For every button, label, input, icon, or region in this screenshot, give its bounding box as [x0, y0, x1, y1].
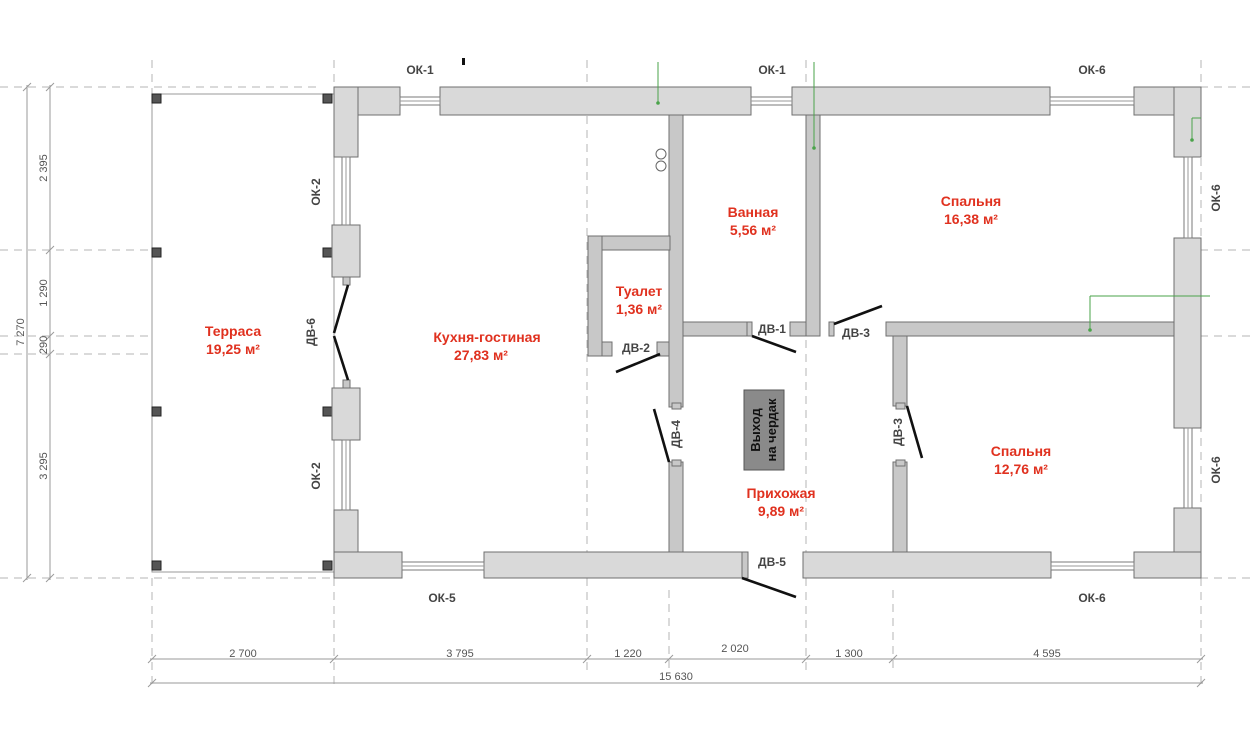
door-leaf[interactable]	[751, 334, 797, 354]
terrace-post	[151, 560, 162, 571]
room-bedroom1-name: Спальня	[941, 193, 1001, 209]
bath-fixtures	[655, 148, 667, 172]
room-bedroom1-area: 16,38 м²	[944, 211, 998, 227]
dim-bottom-3: 1 220	[614, 648, 642, 660]
door-tags: ДВ-1 ДВ-2 ДВ-3 ДВ-3 ДВ-4 ДВ-5 ДВ-6	[304, 318, 905, 569]
door-tag-dv4: ДВ-4	[669, 420, 683, 448]
door-leaf[interactable]	[652, 408, 671, 463]
dim-bottom-2: 3 795	[446, 648, 474, 660]
window-tag-left-bottom: ОК-2	[309, 462, 323, 490]
attic-line-1: Выход	[748, 408, 763, 452]
dim-bottom-1: 2 700	[229, 648, 257, 660]
door-leaf[interactable]	[905, 405, 924, 459]
door-leaf[interactable]	[332, 335, 350, 381]
room-bedroom2-name: Спальня	[991, 443, 1051, 459]
terrace-post	[151, 406, 162, 417]
attic-line-2: на чердак	[764, 398, 779, 462]
terrace-post	[151, 93, 162, 104]
top-marker	[462, 58, 465, 65]
window-tag-bottom-right: ОК-6	[1078, 591, 1106, 605]
room-labels: Терраса 19,25 м² Кухня-гостиная 27,83 м²…	[205, 193, 1051, 519]
window-tags: ОК-1 ОК-1 ОК-6 ОК-6 ОК-6 ОК-2 ОК-2 ОК-5 …	[309, 63, 1223, 605]
dim-left-4: 3 295	[38, 452, 50, 480]
windows	[341, 96, 1193, 571]
terrace-post	[322, 93, 333, 104]
grid-lines	[0, 60, 1256, 690]
fixture-icon	[655, 148, 667, 160]
door-tag-dv3-top: ДВ-3	[842, 326, 870, 340]
left-dimension-chain: 2 395 1 290 290 3 295 7 270	[15, 82, 55, 583]
room-terrace-area: 19,25 м²	[206, 341, 260, 357]
door-tag-dv6: ДВ-6	[304, 318, 318, 346]
fixture-icon	[655, 160, 667, 172]
door-leaf[interactable]	[833, 304, 883, 326]
window-tag-top-right: ОК-6	[1078, 63, 1106, 77]
window-tag-top-mid: ОК-1	[758, 63, 786, 77]
door-leaf[interactable]	[741, 576, 797, 599]
room-terrace-name: Терраса	[205, 323, 261, 339]
dim-left-2: 1 290	[38, 279, 50, 307]
room-hallway-name: Прихожая	[746, 485, 815, 501]
door-tag-dv3-side: ДВ-3	[891, 418, 905, 446]
dim-total-width: 15 630	[659, 671, 693, 683]
window-tag-left-top: ОК-2	[309, 178, 323, 206]
room-bedroom2-area: 12,76 м²	[994, 461, 1048, 477]
bottom-dimension-chain: 2 700 3 795 1 220 2 020 1 300 4 595 15 6…	[147, 643, 1206, 688]
door-leaf[interactable]	[332, 284, 350, 334]
room-toilet-area: 1,36 м²	[616, 301, 662, 317]
room-bathroom-name: Ванная	[728, 204, 779, 220]
terrace-post	[322, 406, 333, 417]
window-tag-top-left: ОК-1	[406, 63, 434, 77]
dim-bottom-6: 4 595	[1033, 648, 1061, 660]
terrace-post	[322, 247, 333, 258]
window-tag-bottom-left: ОК-5	[428, 591, 456, 605]
room-hallway-area: 9,89 м²	[758, 503, 804, 519]
room-kitchen-area: 27,83 м²	[454, 347, 508, 363]
room-bathroom-area: 5,56 м²	[730, 222, 776, 238]
terrace-post	[322, 560, 333, 571]
room-kitchen-name: Кухня-гостиная	[433, 329, 540, 345]
dim-total-height: 7 270	[15, 318, 27, 346]
leader-lines	[656, 62, 1210, 332]
window-tag-right-bottom: ОК-6	[1209, 456, 1223, 484]
dim-bottom-5: 1 300	[835, 648, 863, 660]
door-tag-dv1: ДВ-1	[758, 322, 786, 336]
door-leaf[interactable]	[615, 352, 661, 374]
attic-hatch: Выход на чердак	[743, 389, 785, 471]
terrace-post	[151, 247, 162, 258]
dim-bottom-4: 2 020	[721, 643, 749, 655]
dim-left-3: 290	[38, 336, 50, 354]
doors	[332, 276, 924, 599]
window-tag-right-top: ОК-6	[1209, 184, 1223, 212]
dim-left-1: 2 395	[38, 154, 50, 182]
room-toilet-name: Туалет	[616, 283, 663, 299]
door-tag-dv5: ДВ-5	[758, 555, 786, 569]
door-tag-dv2: ДВ-2	[622, 341, 650, 355]
interior-walls	[587, 114, 1175, 553]
